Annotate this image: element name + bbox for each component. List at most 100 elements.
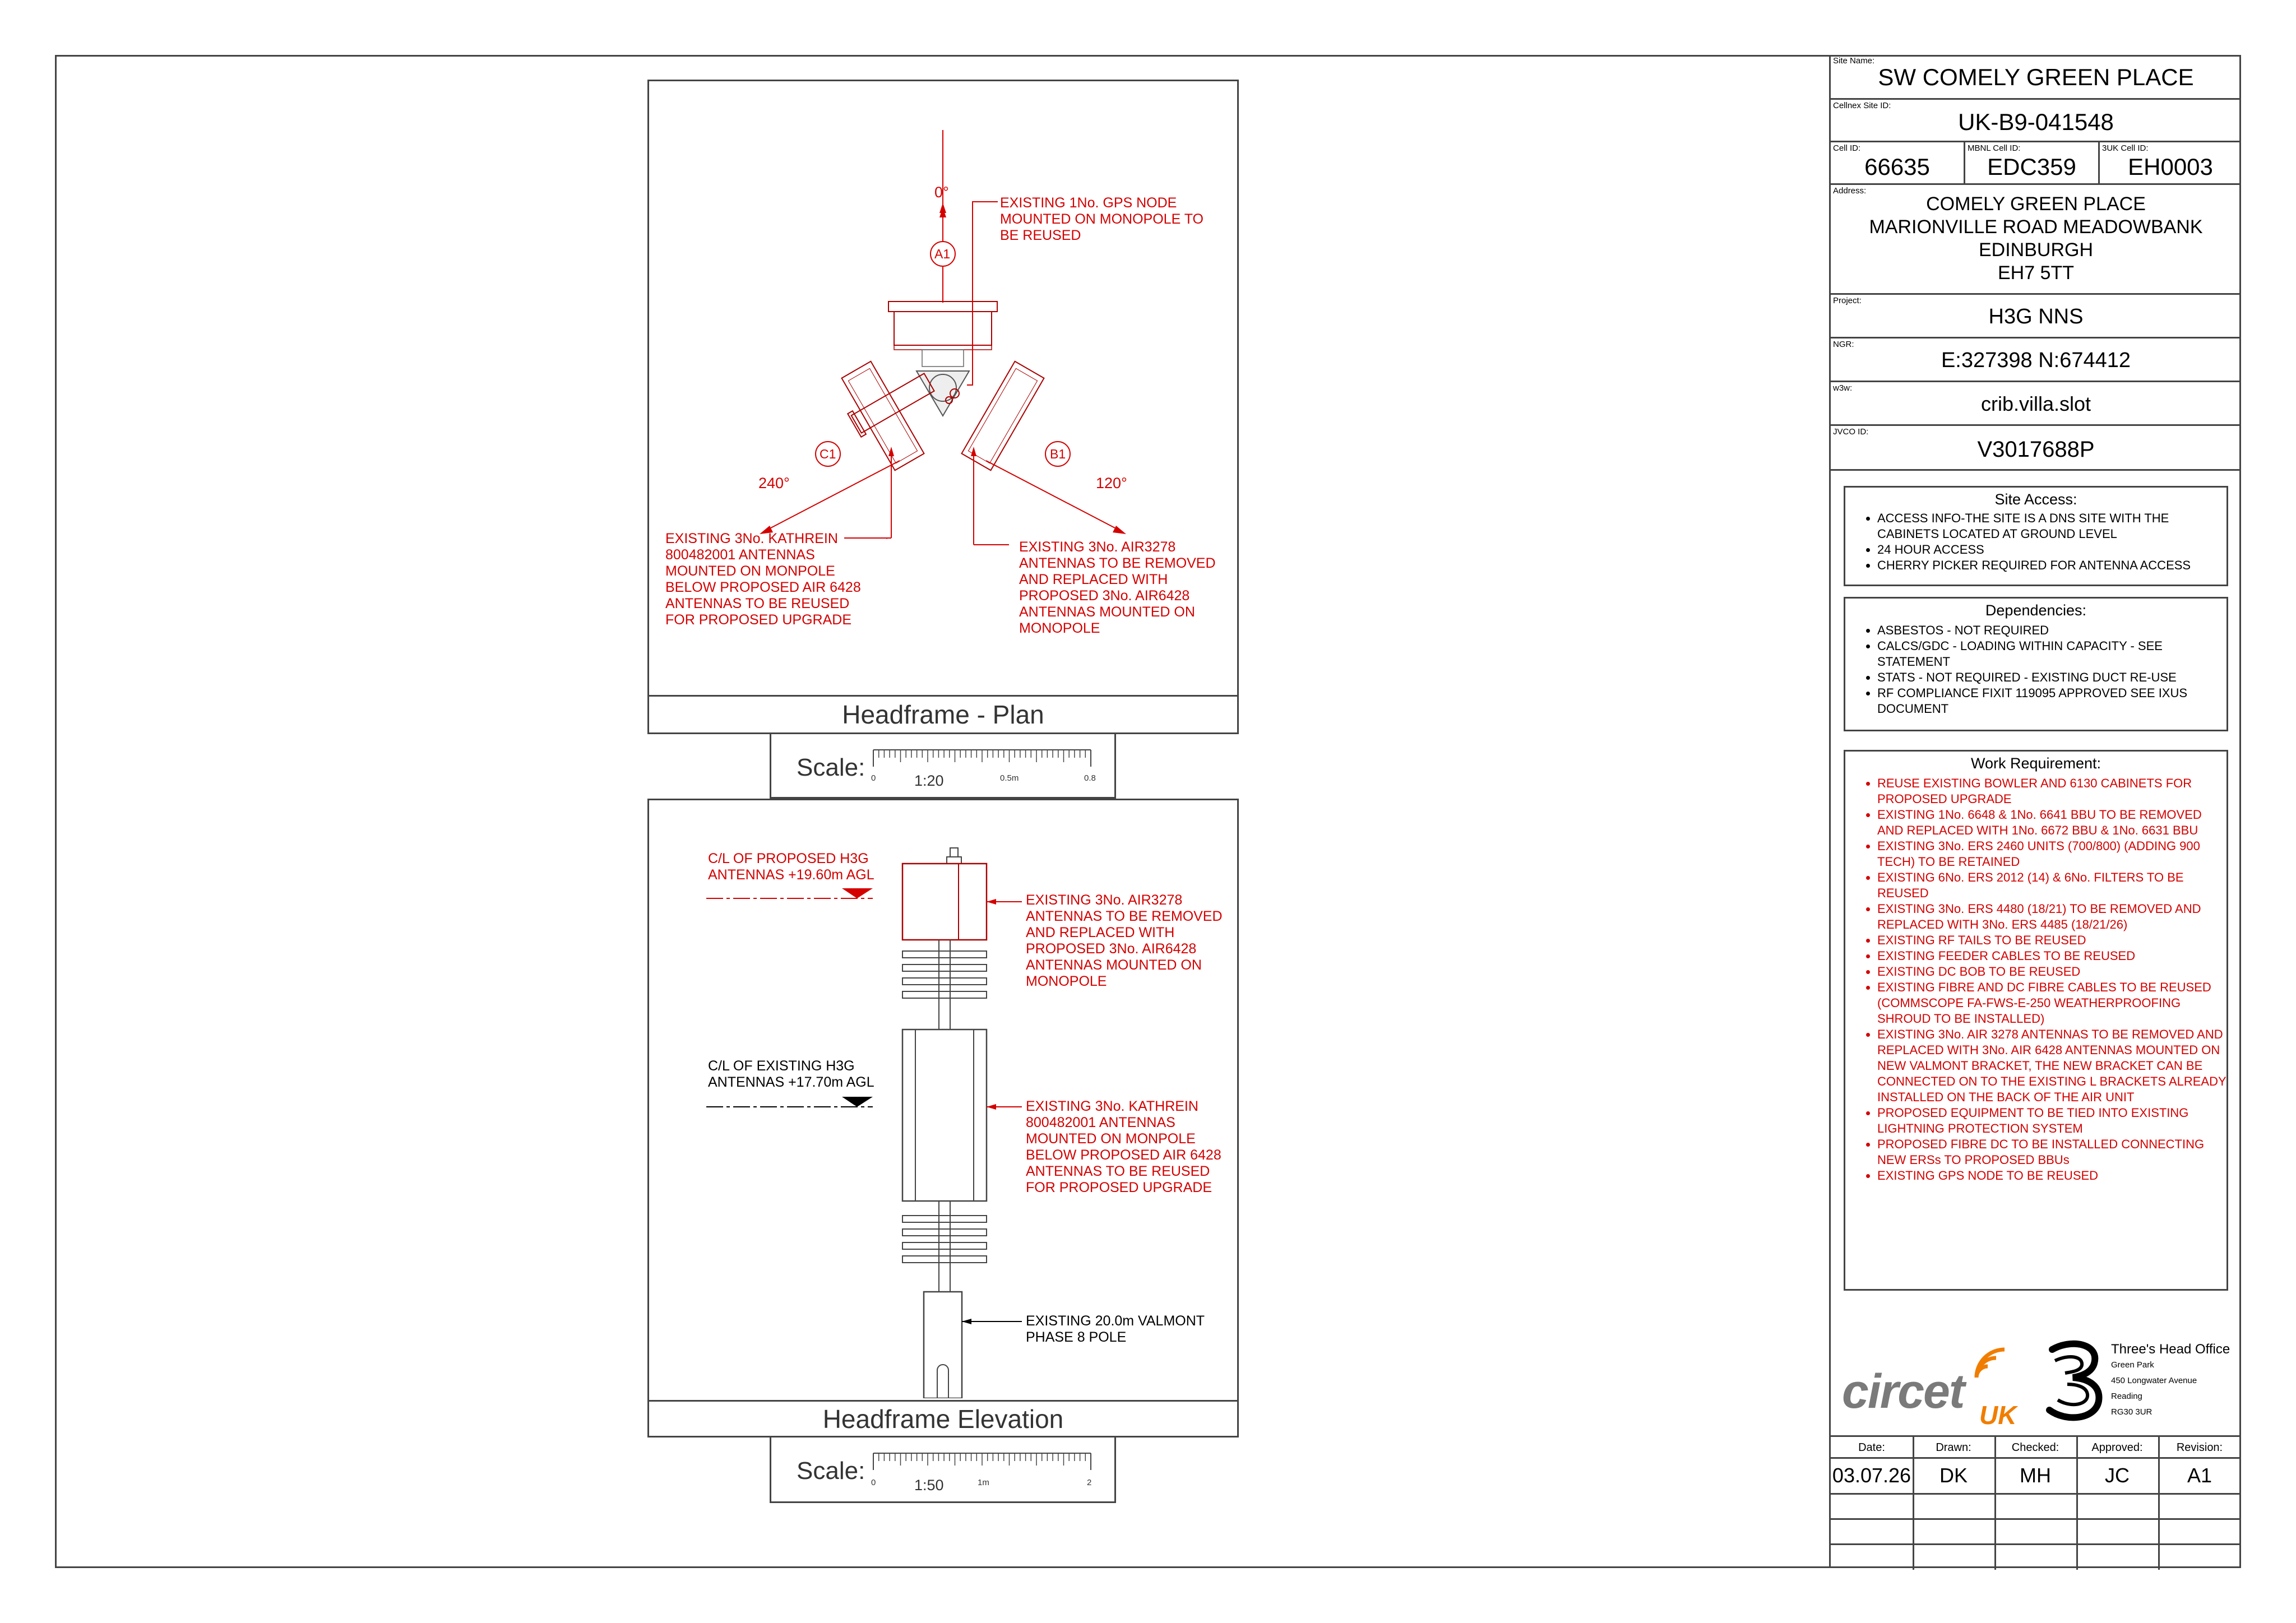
rev-header-date: Date: xyxy=(1858,1441,1885,1454)
address-line-4: EH7 5TT xyxy=(1997,262,2075,284)
gps-leader xyxy=(967,201,998,386)
cell-id: 66635 xyxy=(1864,154,1930,180)
three-office-line: 450 Longwater Avenue xyxy=(2111,1376,2197,1385)
site-access-list: ACCESS INFO-THE SITE IS A DNS SITE WITH … xyxy=(1845,511,2226,573)
plan-scale-box: Scale: 0 1:20 0.5m 0.8 xyxy=(770,732,1116,799)
headframe-top-bracket xyxy=(888,301,998,312)
rev-date: 03.07.26 xyxy=(1832,1464,1911,1487)
work-item: EXISTING FEEDER CABLES TO BE REUSED xyxy=(1877,948,2226,964)
plan-tick-mid: 0.5m xyxy=(1000,773,1019,783)
project: H3G NNS xyxy=(1988,305,2084,328)
cl-existing-marker xyxy=(842,1097,873,1107)
dependencies-panel: Dependencies: ASBESTOS - NOT REQUIRED CA… xyxy=(1844,597,2228,731)
plan-note-air: EXISTING 3No. AIR3278 ANTENNAS TO BE REM… xyxy=(1019,539,1216,636)
plan-note-gps: EXISTING 1No. GPS NODE MOUNTED ON MONOPO… xyxy=(1000,195,1204,243)
elevation-drawing xyxy=(706,847,1022,1398)
elevation-scale-box: Scale: 0 1:50 1m 2 xyxy=(770,1436,1116,1503)
circet-uk: UK xyxy=(1979,1401,2017,1430)
sector-b-label: B1 xyxy=(1050,447,1066,461)
site-access-item: CHERRY PICKER REQUIRED FOR ANTENNA ACCES… xyxy=(1877,558,2226,573)
work-requirement-list: REUSE EXISTING BOWLER AND 6130 CABINETS … xyxy=(1845,776,2226,1184)
rev-header-revision: Revision: xyxy=(2176,1441,2223,1454)
site-access-item: ACCESS INFO-THE SITE IS A DNS SITE WITH … xyxy=(1877,511,2226,542)
monopole-circle xyxy=(929,374,957,402)
dependency-item: STATS - NOT REQUIRED - EXISTING DUCT RE-… xyxy=(1877,670,2226,685)
elevation-caption: Headframe Elevation xyxy=(647,1400,1239,1437)
sector-a-label: A1 xyxy=(934,247,951,261)
dependency-item: CALCS/GDC - LOADING WITHIN CAPACITY - SE… xyxy=(1877,638,2226,670)
plan-caption: Headframe - Plan xyxy=(647,695,1239,734)
address-line-3: EDINBURGH xyxy=(1978,239,2094,261)
rev-header-checked: Checked: xyxy=(2011,1441,2059,1454)
site-access-item: 24 HOUR ACCESS xyxy=(1877,542,2226,558)
monopole-triangle xyxy=(915,370,970,417)
deg-240-label: 240° xyxy=(758,475,790,491)
title-block: Site Name: SW COMELY GREEN PLACE Cellnex… xyxy=(1829,55,2241,1570)
proposed-air-antenna xyxy=(901,862,988,941)
work-item: EXISTING GPS NODE TO BE REUSED xyxy=(1877,1168,2226,1184)
tb-project: Project: H3G NNS xyxy=(1831,295,2241,338)
site-access-panel: Site Access: ACCESS INFO-THE SITE IS A D… xyxy=(1844,486,2228,586)
site-access-title: Site Access: xyxy=(1994,491,2077,508)
gps-node xyxy=(950,388,960,398)
work-requirement-panel: Work Requirement: REUSE EXISTING BOWLER … xyxy=(1844,750,2228,1291)
kathrein-antenna xyxy=(901,1028,988,1202)
circet-logo: circet UK xyxy=(1842,1344,2027,1430)
plan-note-kathrein: EXISTING 3No. KATHREIN 800482001 ANTENNA… xyxy=(665,531,861,628)
ngr: E:327398 N:674412 xyxy=(1941,349,2131,372)
elevation-tick-mid: 1m xyxy=(978,1478,989,1487)
elevation-tick-end: 2 xyxy=(1087,1478,1092,1487)
rev-drawn: DK xyxy=(1939,1464,1968,1487)
work-item: EXISTING FIBRE AND DC FIBRE CABLES TO BE… xyxy=(1877,980,2226,1027)
plan-drawing xyxy=(760,130,1126,545)
rev-revision: A1 xyxy=(2187,1464,2212,1487)
work-requirement-title: Work Requirement: xyxy=(1970,755,2101,772)
tb-jvco: JVCO ID: V3017688P xyxy=(1831,426,2241,471)
w3w: crib.villa.slot xyxy=(1980,392,2091,415)
tb-w3w: w3w: crib.villa.slot xyxy=(1831,382,2241,426)
mbnl-cell-id: EDC359 xyxy=(1987,154,2076,180)
gps-finial xyxy=(950,847,959,857)
signal-waves-icon xyxy=(1974,1347,2005,1378)
rev-checked: MH xyxy=(2020,1464,2051,1487)
site-name: SW COMELY GREEN PLACE xyxy=(1878,64,2194,90)
antenna-b1 xyxy=(961,360,1045,471)
drawing-border xyxy=(55,55,2241,1568)
plan-scale-ratio: 1:20 xyxy=(914,772,944,789)
dependencies-list: ASBESTOS - NOT REQUIRED CALCS/GDC - LOAD… xyxy=(1845,623,2226,717)
dependency-item: RF COMPLIANCE FIXIT 119095 APPROVED SEE … xyxy=(1877,685,2226,717)
cellnex-id: UK-B9-041548 xyxy=(1958,109,2114,135)
elevation-tick-0: 0 xyxy=(871,1478,876,1487)
sector-c-marker xyxy=(815,441,841,467)
three-head-office: Three's Head Office Green Park 450 Longw… xyxy=(2111,1342,2230,1420)
three-office-title: Three's Head Office xyxy=(2111,1342,2230,1357)
three-logo xyxy=(2046,1340,2103,1421)
rev-approved: JC xyxy=(2105,1464,2130,1487)
tb-cell-ids: Cell ID: 66635 MBNL Cell ID: EDC359 3UK … xyxy=(1831,142,2241,185)
elevation-scale-ratio: 1:50 xyxy=(914,1477,944,1494)
elev-note-pole: EXISTING 20.0m VALMONT PHASE 8 POLE xyxy=(1026,1313,1205,1345)
elevation-scale-label: Scale: xyxy=(797,1457,865,1485)
rev-header-drawn: Drawn: xyxy=(1936,1441,1971,1454)
deg-120-label: 120° xyxy=(1096,475,1127,491)
work-item: EXISTING 6No. ERS 2012 (14) & 6No. FILTE… xyxy=(1877,870,2226,901)
circet-wordmark: circet xyxy=(1842,1365,1965,1418)
elev-cl-proposed: C/L OF PROPOSED H3G ANTENNAS +19.60m AGL xyxy=(708,851,874,883)
dependencies-title: Dependencies: xyxy=(1985,602,2087,619)
revision-table: Date: Drawn: Checked: Approved: Revision… xyxy=(1831,1435,2241,1570)
elev-note-kathrein: EXISTING 3No. KATHREIN 800482001 ANTENNA… xyxy=(1026,1098,1221,1195)
upper-bracket-fins xyxy=(902,950,987,999)
three-office-line: Green Park xyxy=(2111,1360,2154,1370)
tb-site-name: Site Name: SW COMELY GREEN PLACE xyxy=(1831,55,2241,100)
work-item: EXISTING 3No. AIR 3278 ANTENNAS TO BE RE… xyxy=(1877,1027,2226,1105)
work-item: EXISTING 1No. 6648 & 1No. 6641 BBU TO BE… xyxy=(1877,807,2226,838)
sector-c-label: C1 xyxy=(820,447,836,461)
work-item: EXISTING 3No. ERS 2460 UNITS (700/800) (… xyxy=(1877,838,2226,870)
rev-header-approved: Approved: xyxy=(2091,1441,2143,1454)
address-line-2: MARIONVILLE ROAD MEADOWBANK xyxy=(1869,216,2203,238)
valmont-pole xyxy=(923,1291,963,1398)
tb-cellnex: Cellnex Site ID: UK-B9-041548 xyxy=(1831,100,2241,142)
antenna-c1 xyxy=(846,373,935,438)
plan-tick-0: 0 xyxy=(871,773,876,783)
sector-b-marker xyxy=(1045,441,1071,467)
